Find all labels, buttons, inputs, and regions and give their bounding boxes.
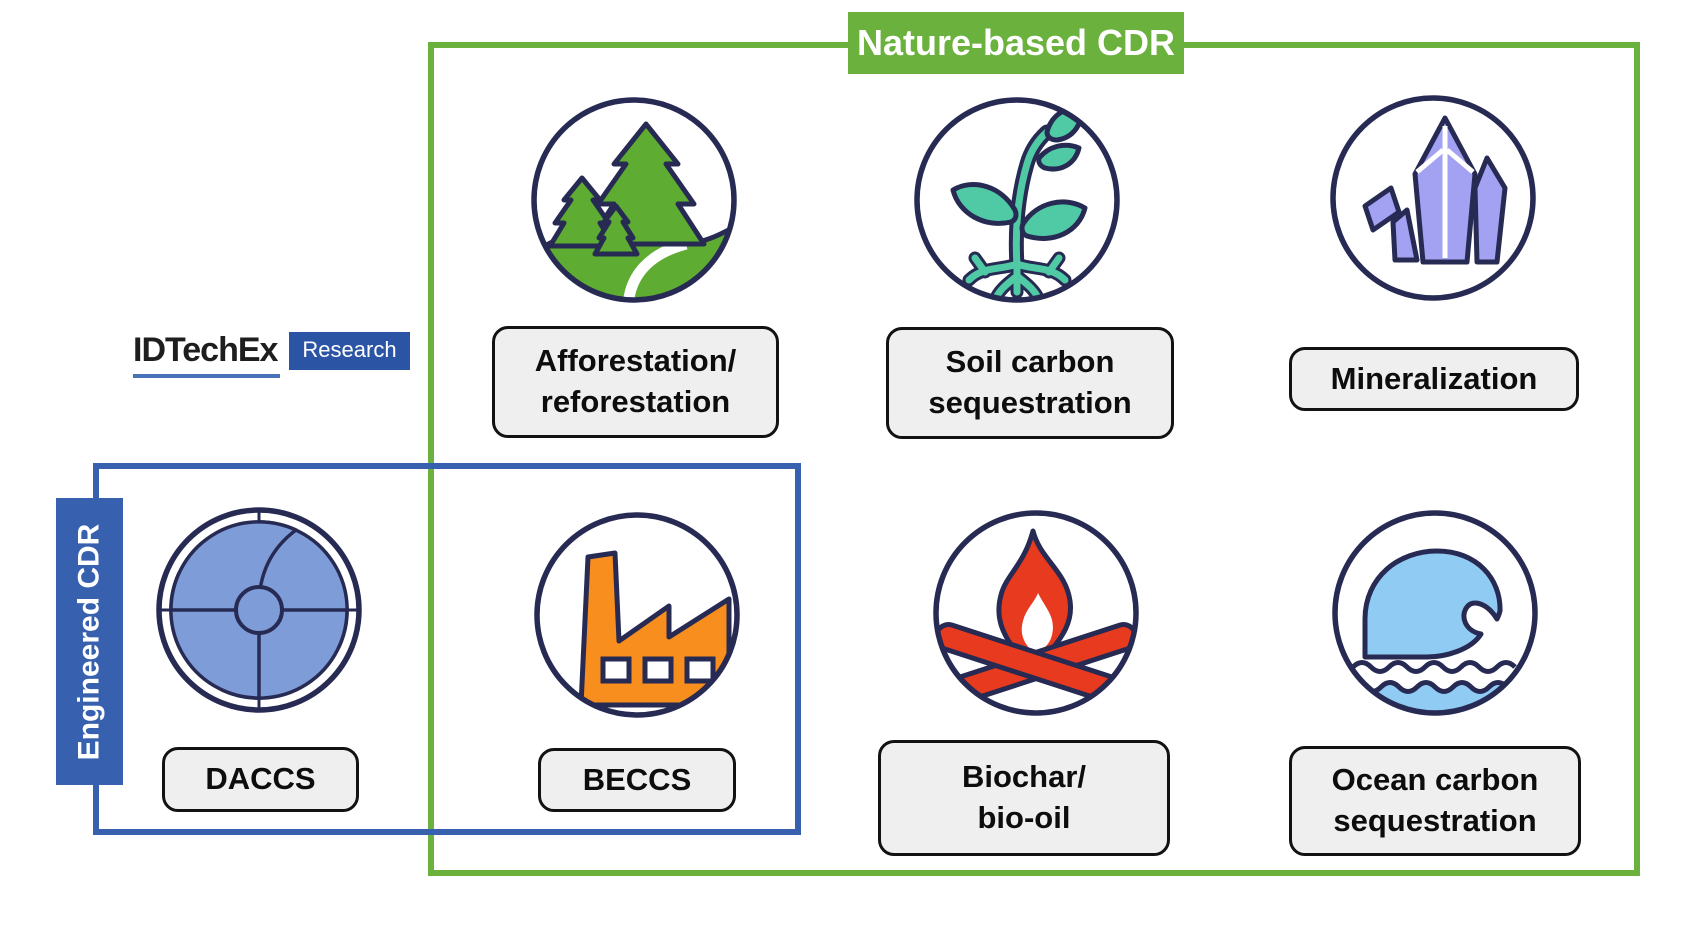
label-mineralization: Mineralization	[1289, 347, 1579, 411]
label-beccs: BECCS	[538, 748, 736, 812]
trees-icon	[531, 97, 737, 303]
logo-name: IDTechEx	[133, 331, 281, 378]
label-soil-carbon: Soil carbon sequestration	[886, 327, 1174, 439]
ocean-wave-icon	[1332, 510, 1538, 716]
engineered-cdr-tag-label: Engineered CDR	[72, 523, 106, 760]
campfire-icon	[933, 510, 1139, 716]
label-biochar: Biochar/ bio-oil	[878, 740, 1170, 856]
logo-research-badge: Research	[289, 332, 410, 370]
air-fan-icon	[156, 507, 362, 713]
nature-cdr-tag-label: Nature-based CDR	[856, 22, 1176, 63]
label-daccs: DACCS	[162, 747, 359, 812]
idtechex-logo: IDTechEx Research	[133, 331, 410, 378]
factory-icon	[534, 512, 740, 718]
label-ocean-carbon: Ocean carbon sequestration	[1289, 746, 1581, 856]
crystals-icon	[1330, 95, 1536, 301]
plant-roots-icon	[914, 97, 1120, 303]
nature-cdr-tag: Nature-based CDR	[848, 12, 1184, 74]
engineered-cdr-tag: Engineered CDR	[56, 498, 123, 785]
label-afforestation: Afforestation/ reforestation	[492, 326, 779, 438]
